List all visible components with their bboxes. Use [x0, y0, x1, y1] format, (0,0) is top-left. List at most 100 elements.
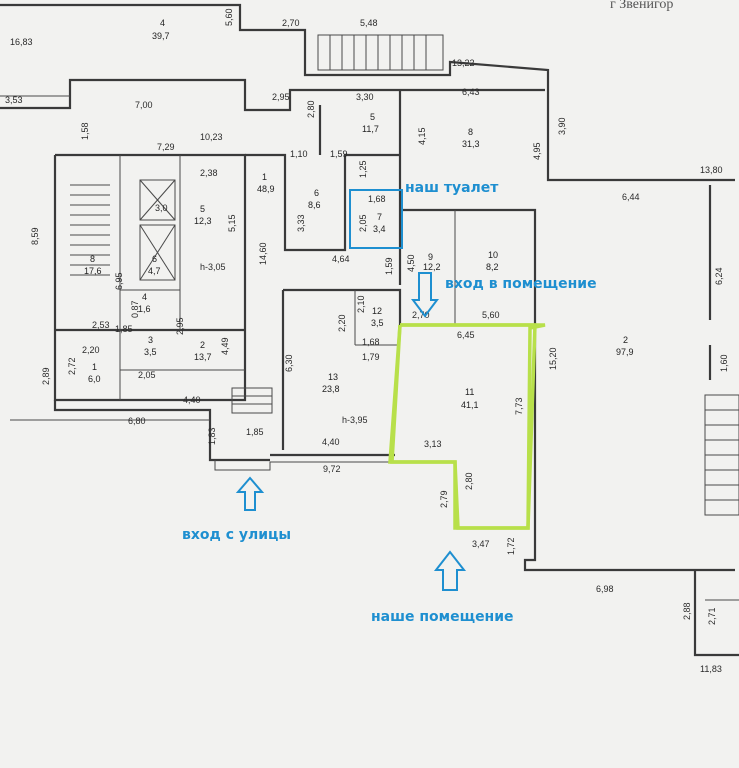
- dimension: 7,00: [135, 100, 153, 110]
- dimension: 1,10: [290, 149, 308, 159]
- dimension: 3,33: [296, 214, 306, 232]
- room-area: 11,7: [362, 124, 379, 134]
- premises-arrow: [433, 550, 467, 591]
- dimension: 15,20: [548, 347, 558, 370]
- stair-top: [317, 34, 444, 71]
- dimension: 5,15: [227, 214, 237, 232]
- dimension: h-3,05: [200, 262, 226, 272]
- dimension: 3,0: [155, 203, 168, 213]
- dimension: 2,53: [92, 320, 110, 330]
- room-number: 5: [370, 112, 375, 122]
- entrance-arrow-street: [235, 476, 265, 511]
- room-area: 31,3: [462, 139, 480, 149]
- dimension: 1,85: [115, 324, 133, 334]
- walls: [0, 3, 739, 657]
- stair-center: [231, 387, 273, 414]
- dimension: 2,80: [464, 472, 474, 490]
- room-area: 17,6: [84, 266, 102, 276]
- callout-street-entrance: вход с улицы: [182, 527, 291, 543]
- dimension: 6,43: [462, 87, 480, 97]
- room-number: 12: [372, 306, 382, 316]
- dimension: 13,80: [700, 165, 723, 175]
- dimension: 3,30: [356, 92, 374, 102]
- room-number: 6: [314, 188, 319, 198]
- dimension: 14,60: [258, 242, 268, 265]
- room-area: 1,6: [138, 304, 151, 314]
- dimension: 6,44: [622, 192, 640, 202]
- room-area: 97,9: [616, 347, 634, 357]
- dimension: 2,79: [439, 490, 449, 508]
- dimension: 6,24: [714, 267, 724, 285]
- dimension: 10,23: [200, 132, 223, 142]
- dimension: 2,05: [358, 214, 368, 232]
- room-area: 6,0: [88, 374, 101, 384]
- dimension: 6,30: [284, 354, 294, 372]
- room-area: 3,5: [144, 347, 157, 357]
- dimension: 4,50: [406, 254, 416, 272]
- dimension: 6,98: [596, 584, 614, 594]
- dimension: 1,58: [80, 122, 90, 140]
- dimension: 4,64: [332, 254, 350, 264]
- room-number: 7: [377, 212, 382, 222]
- dimension: 1,85: [246, 427, 264, 437]
- room-number: 3: [148, 335, 153, 345]
- callout-room-entrance: вход в помещение: [445, 276, 597, 292]
- dimension: 2,80: [306, 100, 316, 118]
- dimension: 2,38: [200, 168, 218, 178]
- header-fragment: г Звенигор: [610, 0, 673, 12]
- room-labels: 4 39,7 5 11,7 8 31,3 1 48,9 6 8,6 7 3,4 …: [84, 18, 634, 410]
- room-area: 13,7: [194, 352, 212, 362]
- room-number: 2: [200, 340, 205, 350]
- room-area: 48,9: [257, 184, 275, 194]
- room-area: 8,2: [486, 262, 499, 272]
- dimension: 1,25: [358, 160, 368, 178]
- dimension: 2,95: [175, 317, 185, 335]
- room-number: 1: [262, 172, 267, 182]
- dimension: 1,79: [362, 352, 380, 362]
- room-area: 41,1: [461, 400, 479, 410]
- dimension: 7,73: [514, 397, 524, 415]
- dimension: 2,95: [272, 92, 290, 102]
- stair-right: [704, 394, 739, 516]
- dimension: 2,70: [282, 18, 300, 28]
- dimension: 4,15: [417, 127, 427, 145]
- room-area: 12,2: [423, 262, 441, 272]
- room-number: 5: [200, 204, 205, 214]
- room-number: 11: [465, 387, 474, 397]
- dimension: 2,10: [356, 295, 366, 313]
- toilet-highlight: [349, 189, 403, 249]
- dimension: 2,70: [412, 310, 430, 320]
- callout-our-premises: наше помещение: [371, 609, 514, 625]
- dimension: 3,53: [5, 95, 23, 105]
- dimension: 2,72: [67, 357, 77, 375]
- dimension: 5,60: [224, 8, 234, 26]
- room-area: 3,4: [373, 224, 386, 234]
- room-area: 12,3: [194, 216, 212, 226]
- entrance-arrow-room: [411, 272, 439, 318]
- room-number: 4: [142, 292, 147, 302]
- dimension: 2,20: [82, 345, 100, 355]
- dimension: 4,40: [322, 437, 340, 447]
- dimension: 1,83: [207, 427, 217, 445]
- room-area: 23,8: [322, 384, 340, 394]
- dimension: 3,13: [424, 439, 442, 449]
- room-area: 39,7: [152, 31, 170, 41]
- room-area: 8,6: [308, 200, 321, 210]
- premises-outline: [390, 323, 546, 530]
- room-number: 8: [468, 127, 473, 137]
- dimension: 7,29: [157, 142, 175, 152]
- dimension: 1,59: [330, 149, 348, 159]
- room-number: 6: [152, 254, 157, 264]
- dimension: 6,95: [114, 272, 124, 290]
- dimension: 9,72: [323, 464, 341, 474]
- room-number: 9: [428, 252, 433, 262]
- dimension-labels: 16,83 5,60 2,70 5,48 13,22 3,53 7,00 2,9…: [5, 8, 729, 674]
- dimension: 2,89: [41, 367, 51, 385]
- room-area: 4,7: [148, 266, 161, 276]
- dimension: 6,80: [128, 416, 146, 426]
- dimension: 1,59: [384, 257, 394, 275]
- dimension: 4,95: [532, 142, 542, 160]
- room-number: 1: [92, 362, 97, 372]
- dimension: 13,22: [452, 58, 475, 68]
